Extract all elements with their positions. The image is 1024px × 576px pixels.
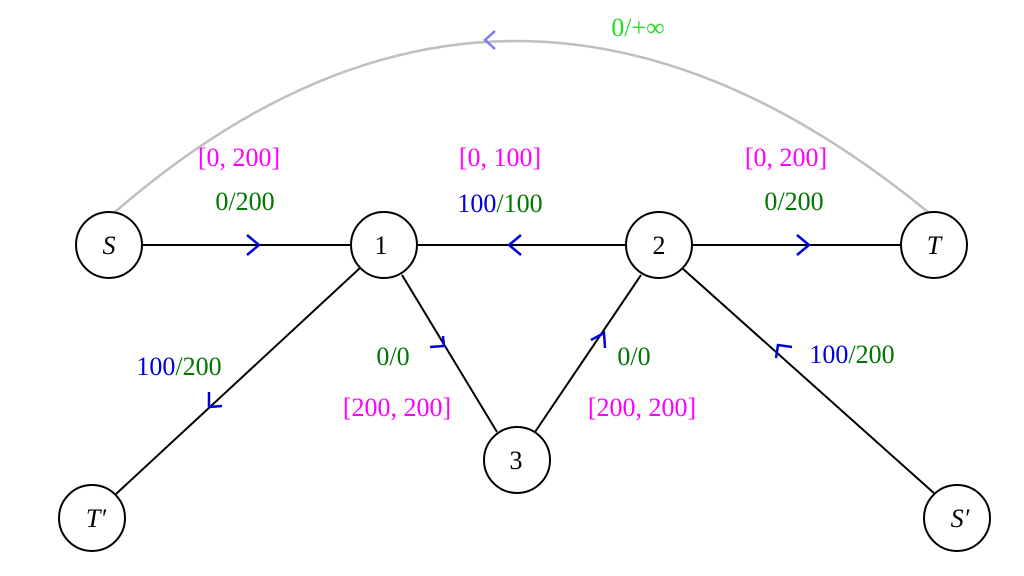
arc-arrow-icon: [483, 30, 496, 50]
node-t-label: T: [927, 231, 943, 260]
node-s-prime-label: S′: [951, 504, 970, 533]
flow-value: 100: [457, 189, 496, 218]
flow-value: 100: [136, 352, 175, 381]
cap-value: 0: [397, 342, 410, 371]
edge-sp-2-flow: 100/200: [809, 340, 894, 369]
slash: /: [777, 187, 785, 216]
slash: /: [228, 187, 236, 216]
arrow-right-icon: [796, 234, 811, 256]
edge-3-2-flow: 0/0: [617, 342, 650, 371]
edge-1-3: [401, 274, 498, 433]
flow-value: 100: [809, 340, 848, 369]
slash: /: [496, 189, 504, 218]
edge-2-1-bound: [0, 100]: [459, 143, 541, 172]
node-2: 2: [625, 211, 693, 279]
edge-1-tp-flow: 100/200: [136, 352, 221, 381]
node-s-label: S: [103, 231, 116, 260]
flow-value: 0: [617, 342, 630, 371]
flow-value: 0: [764, 187, 777, 216]
node-s: S: [75, 211, 143, 279]
node-2-label: 2: [653, 231, 666, 260]
cap-value: 200: [856, 340, 895, 369]
slash: /: [848, 340, 856, 369]
edge-sp-2: [681, 267, 936, 495]
edge-2-t-bound: [0, 200]: [745, 143, 827, 172]
edge-2-1-flow: 100/100: [457, 189, 542, 218]
slash: /: [389, 342, 397, 371]
node-s-prime: S′: [923, 484, 991, 552]
cap-value: 0: [638, 342, 651, 371]
flow-value: 0: [215, 187, 228, 216]
edge-1-3-bound: [200, 200]: [343, 393, 451, 422]
node-3: 3: [483, 426, 551, 494]
edge-s-1-bound: [0, 200]: [198, 143, 280, 172]
edge-1-tp: [115, 267, 361, 495]
edge-1-3-flow: 0/0: [376, 342, 409, 371]
arrow-up-right-icon: [590, 330, 607, 349]
node-t-prime: T′: [58, 484, 126, 552]
arrow-right-icon: [246, 234, 261, 256]
node-1: 1: [350, 211, 418, 279]
cap-value: 200: [236, 187, 275, 216]
arrow-left-icon: [507, 234, 522, 256]
cap-value: 200: [183, 352, 222, 381]
slash: /: [630, 342, 638, 371]
edge-3-2: [534, 274, 642, 433]
edge-3-2-bound: [200, 200]: [588, 393, 696, 422]
arrow-down-right-icon: [429, 335, 446, 349]
arc-label: 0/+∞: [611, 13, 664, 42]
edge-s-1-flow: 0/200: [215, 187, 274, 216]
node-t: T: [900, 211, 968, 279]
node-t-prime-label: T′: [86, 504, 106, 533]
node-1-label: 1: [375, 231, 388, 260]
flow-value: 0: [376, 342, 389, 371]
arrow-up-left-icon: [774, 343, 793, 359]
cap-value: 200: [785, 187, 824, 216]
slash: /: [175, 352, 183, 381]
node-3-label: 3: [510, 446, 523, 475]
arc-t-to-s: [114, 39, 929, 213]
edge-2-t-flow: 0/200: [764, 187, 823, 216]
cap-value: 100: [504, 189, 543, 218]
arrow-down-left-icon: [207, 392, 223, 409]
